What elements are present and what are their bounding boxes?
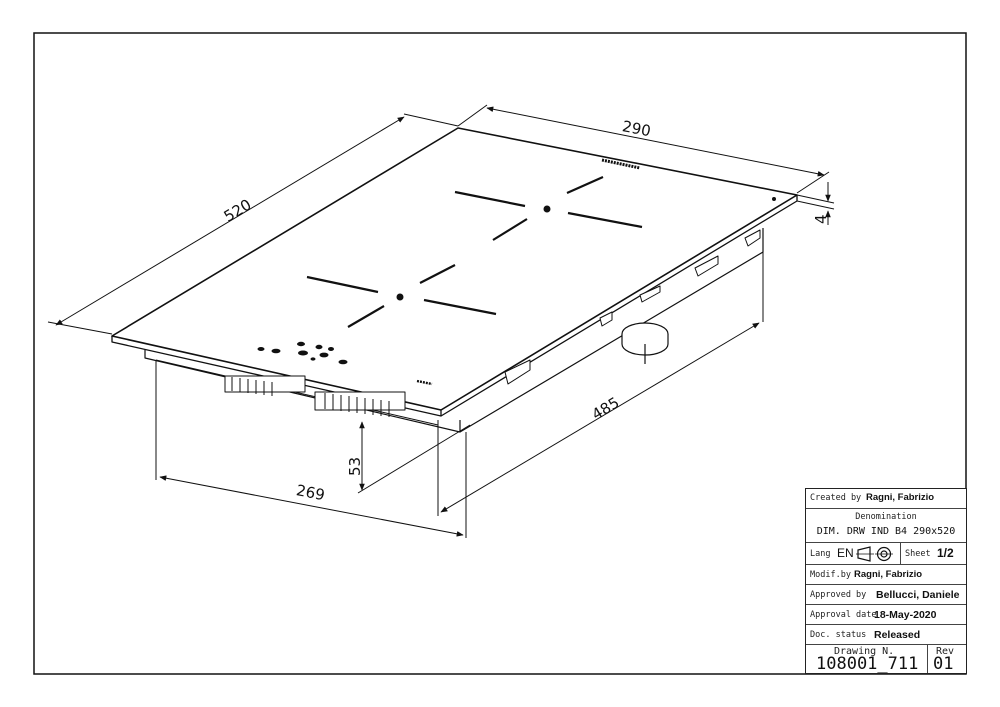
approved-by-row: Approved by Bellucci, Daniele: [806, 585, 966, 605]
cooking-zone-rear: [454, 175, 643, 241]
title-block: Created by Ragni, Fabrizio Denomination …: [805, 488, 967, 674]
approved-by-label: Approved by: [810, 590, 867, 600]
lang-sheet-row: Lang EN Sheet 1/2: [806, 543, 966, 565]
sheet-label: Sheet: [905, 549, 931, 559]
modified-by-value: Ragni, Fabrizio: [854, 569, 923, 580]
projection-symbol-icon: [856, 546, 893, 562]
dim-53-label: 53: [346, 457, 364, 476]
lang-sheet-divider: [900, 543, 901, 565]
approval-date-row: Approval date 18-May-2020: [806, 605, 966, 625]
cooktop-illustration: [111, 127, 798, 433]
dimension-lines: [47, 104, 835, 538]
approval-date-value: 18-May-2020: [874, 609, 937, 621]
dim-485-label: 485: [589, 393, 623, 423]
lang-value: EN: [837, 546, 854, 560]
rev-label: Rev: [936, 646, 955, 657]
touch-controls: [257, 341, 348, 365]
created-by-label: Created by: [810, 493, 862, 503]
created-by-row: Created by Ragni, Fabrizio: [806, 489, 966, 509]
drawing-rev-divider: [927, 645, 928, 673]
doc-status-label: Doc. status: [810, 630, 867, 640]
corner-dot: [772, 197, 776, 201]
lang-label: Lang: [810, 549, 831, 559]
denomination-label: Denomination: [855, 512, 917, 522]
power-connector: [621, 322, 669, 364]
small-logo-mark: [416, 379, 433, 386]
sheet-value: 1/2: [937, 546, 954, 560]
drawing-no-value: 108001_711: [816, 654, 919, 674]
approval-date-label: Approval date: [810, 610, 877, 620]
vent-grille-left: [224, 375, 306, 396]
approved-by-value: Bellucci, Daniele: [876, 589, 960, 601]
denomination-row: Denomination DIM. DRW IND B4 290x520: [806, 509, 966, 543]
glass-top: [111, 127, 798, 411]
drawing-no-label: Drawing N.: [834, 646, 895, 657]
dim-269-label: 269: [295, 481, 327, 504]
modified-by-label: Modif.by: [810, 570, 851, 580]
dim-520-label: 520: [221, 195, 255, 225]
vent-grille-right: [314, 391, 406, 417]
denomination-value: DIM. DRW IND B4 290x520: [816, 526, 956, 537]
modified-by-row: Modif.by Ragni, Fabrizio: [806, 565, 966, 585]
drawing-number-row: Drawing N. 108001_711 Rev 01: [806, 645, 966, 674]
doc-status-row: Doc. status Released: [806, 625, 966, 645]
doc-status-value: Released: [874, 629, 921, 641]
dim-4-label: 4: [812, 214, 830, 224]
dim-290-label: 290: [621, 117, 653, 140]
drawing-frame: [33, 32, 967, 675]
created-by-value: Ragni, Fabrizio: [866, 492, 935, 503]
rev-value: 01: [933, 654, 954, 674]
